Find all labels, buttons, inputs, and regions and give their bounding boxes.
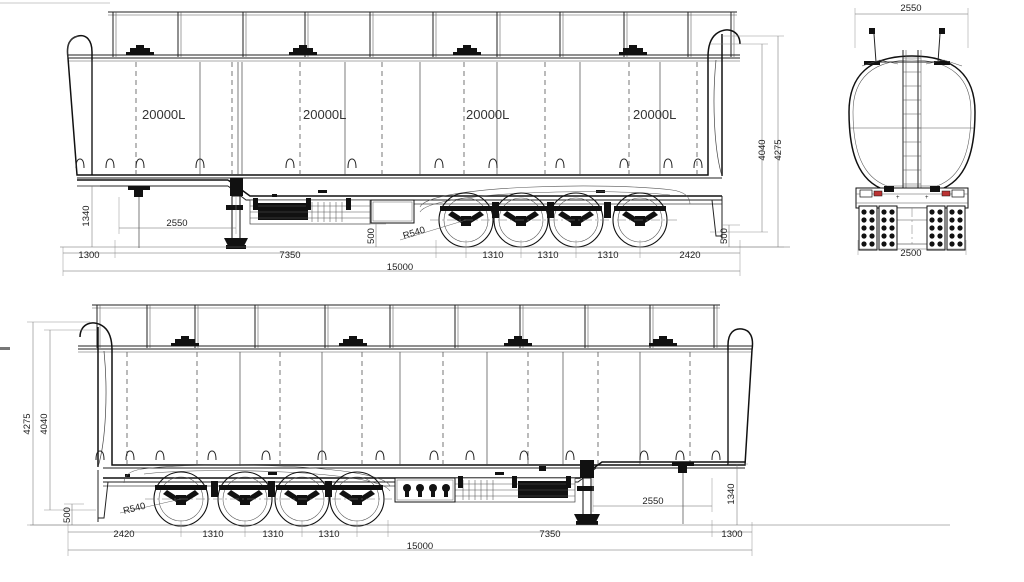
rear-wheel-stack-4 xyxy=(946,205,966,251)
dim-bottom-overall-height: 4275 xyxy=(22,413,33,434)
dim-top-1: 1300 xyxy=(78,250,99,261)
dim-bottom-offset: 2550 xyxy=(642,496,663,507)
side-stanchions xyxy=(75,158,703,169)
dim-bottom-tank-height: 4040 xyxy=(39,413,50,434)
bottom-fender xyxy=(123,464,391,487)
bottom-note-radius: R540 xyxy=(122,501,147,517)
dimensions-top-view: 4040 4275 500 500 1340 2550 xyxy=(62,35,784,276)
dim-kingpin-height: 1340 xyxy=(81,205,92,226)
discharge-equipment xyxy=(249,190,605,225)
dim-rear-width-top: 2550 xyxy=(900,3,921,14)
rear-wheel-stack-3 xyxy=(926,205,946,251)
dim-bottom-clearance: 500 xyxy=(62,507,73,523)
axle-group xyxy=(430,192,680,248)
dim-bot-3: 1310 xyxy=(262,529,283,540)
dim-bot-5: 7350 xyxy=(539,529,560,540)
fender xyxy=(419,185,691,208)
top-railing xyxy=(68,11,740,62)
bottom-stanchions xyxy=(95,450,721,461)
rear-mark-left: + xyxy=(896,195,900,201)
dim-overall-height: 4275 xyxy=(773,139,784,160)
view-side-left: 20000L 20000L 20000L 20000L xyxy=(60,11,790,276)
rear-wheels xyxy=(858,205,966,251)
dim-top-4: 1310 xyxy=(537,250,558,261)
dim-tank-height: 4040 xyxy=(757,139,768,160)
rear-handrails xyxy=(861,28,963,67)
view-rear-section: 2550 xyxy=(848,3,976,259)
dim-top-3: 1310 xyxy=(482,250,503,261)
dim-top-2: 7350 xyxy=(279,250,300,261)
border-fragment-left xyxy=(0,347,10,350)
dim-bot-2: 1310 xyxy=(202,529,223,540)
dim-rear-width-bottom: 2500 xyxy=(900,248,921,259)
dim-top-6: 2420 xyxy=(679,250,700,261)
rear-mark-right: + xyxy=(925,195,929,201)
bottom-manhole-covers xyxy=(171,336,677,346)
dim-bot-6: 1300 xyxy=(721,529,742,540)
rear-wheel-stack-1 xyxy=(858,205,878,251)
dimensions-bottom-view: 4275 4040 500 1340 2550 R540 xyxy=(22,321,753,556)
bottom-axle-group xyxy=(145,471,395,527)
compartment-label-2: 20000L xyxy=(303,107,346,122)
bottom-landing-gear xyxy=(574,460,600,525)
dim-bot-4: 1310 xyxy=(318,529,339,540)
manhole-covers xyxy=(126,45,647,55)
compartment-bulkheads xyxy=(135,62,698,176)
dim-top-5: 1310 xyxy=(597,250,618,261)
dim-bottom-kingpin-height: 1340 xyxy=(726,483,737,504)
dim-top-overall-length: 15000 xyxy=(387,262,413,273)
dim-rear-clearance: 500 xyxy=(719,228,730,244)
tank-body xyxy=(66,29,741,179)
view-side-right: 4275 4040 500 1340 2550 R540 xyxy=(22,304,950,556)
dim-kingpin-offset: 2550 xyxy=(166,218,187,229)
compartment-label-4: 20000L xyxy=(633,107,676,122)
bottom-bulkheads xyxy=(126,352,691,466)
dim-bottom-overall-length: 15000 xyxy=(407,541,433,552)
dim-bot-1: 2420 xyxy=(113,529,134,540)
rear-wheel-stack-2 xyxy=(878,205,898,251)
note-radius: R540 xyxy=(402,225,427,242)
bottom-discharge-equipment xyxy=(125,466,576,503)
dim-mid-clearance: 500 xyxy=(366,228,377,244)
compartment-label-1: 20000L xyxy=(142,107,185,122)
compartment-label-3: 20000L xyxy=(466,107,509,122)
